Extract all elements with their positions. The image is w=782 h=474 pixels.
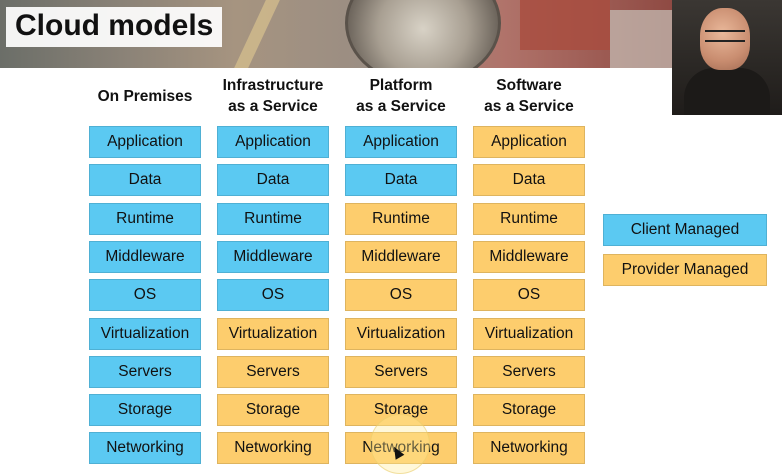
- layer-cell-runtime: Runtime: [473, 203, 585, 235]
- column-header: On Premises: [85, 86, 205, 107]
- layer-cell-servers: Servers: [89, 356, 201, 388]
- cursor-highlight: [370, 414, 430, 474]
- layer-cell-middleware: Middleware: [89, 241, 201, 273]
- presenter-video: [672, 0, 782, 115]
- layer-cell-application: Application: [345, 126, 457, 158]
- layer-cell-storage: Storage: [89, 394, 201, 426]
- banner-roof: [520, 0, 610, 50]
- city-banner-image: [0, 0, 672, 68]
- layer-cell-servers: Servers: [473, 356, 585, 388]
- layer-cell-middleware: Middleware: [473, 241, 585, 273]
- layer-cell-runtime: Runtime: [217, 203, 329, 235]
- layer-cell-os: OS: [473, 279, 585, 311]
- banner-building: [610, 10, 672, 68]
- column-header-line: as a Service: [484, 98, 574, 115]
- layer-cell-storage: Storage: [473, 394, 585, 426]
- layer-cell-data: Data: [473, 164, 585, 196]
- presenter-glasses: [705, 30, 745, 42]
- layer-cell-virtualization: Virtualization: [217, 318, 329, 350]
- presenter-body: [684, 68, 770, 115]
- layer-cell-data: Data: [89, 164, 201, 196]
- layer-cell-virtualization: Virtualization: [89, 318, 201, 350]
- presenter-head: [700, 8, 750, 70]
- layer-cell-storage: Storage: [217, 394, 329, 426]
- layer-cell-networking: Networking: [217, 432, 329, 464]
- column-header-line: On Premises: [97, 88, 193, 105]
- layer-cell-os: OS: [89, 279, 201, 311]
- column-header-line: Infrastructure: [222, 77, 324, 94]
- layer-cell-application: Application: [89, 126, 201, 158]
- layer-cell-servers: Servers: [217, 356, 329, 388]
- column-header-line: as a Service: [356, 98, 446, 115]
- layer-cell-networking: Networking: [473, 432, 585, 464]
- layer-cell-runtime: Runtime: [345, 203, 457, 235]
- layer-cell-application: Application: [217, 126, 329, 158]
- banner-street: [234, 0, 280, 68]
- column-header: Infrastructure as a Service: [213, 75, 333, 117]
- layer-cell-servers: Servers: [345, 356, 457, 388]
- column-header-line: Software: [496, 77, 562, 94]
- column-header: Software as a Service: [469, 75, 589, 117]
- layer-cell-virtualization: Virtualization: [345, 318, 457, 350]
- layer-cell-networking: Networking: [89, 432, 201, 464]
- layer-cell-application: Application: [473, 126, 585, 158]
- banner-dome: [345, 0, 501, 68]
- legend-provider-managed: Provider Managed: [603, 254, 767, 286]
- column-header-line: as a Service: [228, 98, 318, 115]
- layer-cell-data: Data: [217, 164, 329, 196]
- slide-title: Cloud models: [6, 7, 223, 47]
- layer-cell-middleware: Middleware: [345, 241, 457, 273]
- layer-cell-runtime: Runtime: [89, 203, 201, 235]
- column-header: Platform as a Service: [341, 75, 461, 117]
- layer-cell-os: OS: [217, 279, 329, 311]
- layer-cell-middleware: Middleware: [217, 241, 329, 273]
- layer-cell-virtualization: Virtualization: [473, 318, 585, 350]
- layer-cell-os: OS: [345, 279, 457, 311]
- legend-client-managed: Client Managed: [603, 214, 767, 246]
- layer-cell-data: Data: [345, 164, 457, 196]
- column-header-line: Platform: [369, 77, 433, 94]
